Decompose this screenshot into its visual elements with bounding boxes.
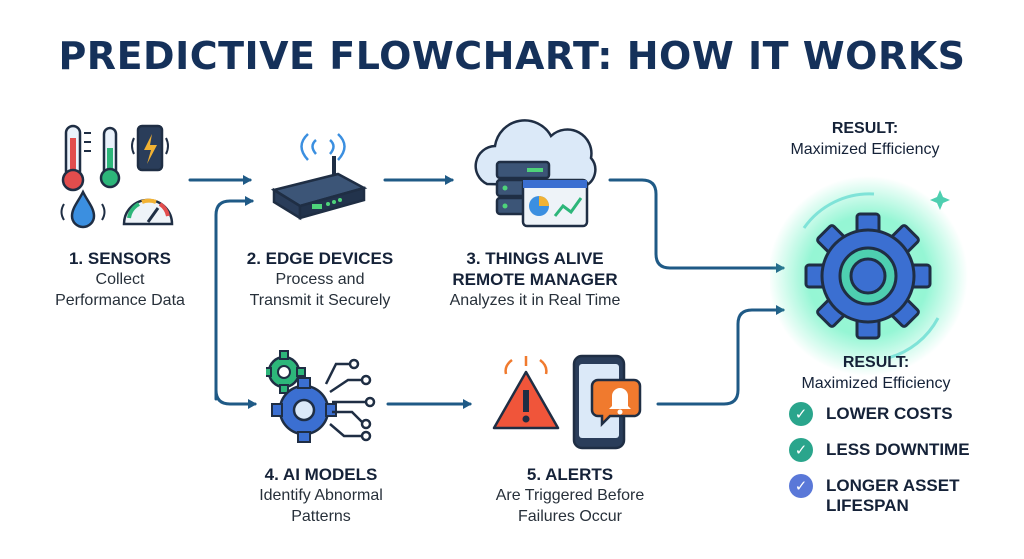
step-ai-line2: Patterns	[291, 508, 351, 525]
step-manager-heading2: REMOTE MANAGER	[452, 270, 618, 289]
page-title: PREDICTIVE FLOWCHART: HOW IT WORKS	[58, 34, 966, 78]
benefit-lower-costs: ✓ LOWER COSTS	[789, 402, 986, 426]
step-manager-heading: 3. THINGS ALIVE	[466, 249, 604, 268]
arrow-branch-to-edge	[214, 196, 254, 401]
ai-gears-icon	[266, 350, 376, 443]
step-edge-line2: Transmit it Securely	[249, 292, 391, 309]
result-gear-icon	[770, 176, 968, 376]
step-edge-line1: Process and	[275, 271, 365, 288]
step-sensors-heading: 1. SENSORS	[68, 249, 172, 268]
cloud-server-icon	[474, 119, 597, 228]
step-ai-heading: 4. AI MODELS	[264, 465, 378, 484]
arrow-branch-to-ai	[214, 378, 257, 409]
benefit-longer-lifespan: ✓ LONGER ASSET LIFESPAN	[789, 474, 986, 516]
check-icon: ✓	[789, 474, 813, 498]
result-top-value: Maximized Efficiency	[790, 141, 940, 158]
step-edge-heading: 2. EDGE DEVICES	[246, 249, 394, 268]
step-manager-label: 3. THINGS ALIVE REMOTE MANAGER Analyzes …	[430, 248, 640, 311]
arrow-manager-to-result	[608, 178, 785, 273]
result-top: RESULT: Maximized Efficiency	[760, 118, 970, 160]
benefit-text: LONGER ASSET LIFESPAN	[826, 476, 960, 515]
benefits-list: ✓ LOWER COSTS ✓ LESS DOWNTIME ✓ LONGER A…	[789, 402, 986, 528]
step-manager-line1: Analyzes it in Real Time	[449, 292, 621, 309]
benefit-less-downtime: ✓ LESS DOWNTIME	[789, 438, 986, 462]
router-icon	[270, 133, 368, 221]
step-alerts-label: 5. ALERTS Are Triggered Before Failures …	[470, 464, 670, 527]
step-ai-label: 4. AI MODELS Identify Abnormal Patterns	[236, 464, 406, 527]
step-sensors-line1: Collect	[95, 271, 145, 288]
result-bottom-label: RESULT:	[842, 354, 910, 371]
step-ai-line1: Identify Abnormal	[259, 487, 383, 504]
result-bottom: RESULT: Maximized Efficiency	[766, 352, 986, 394]
benefit-text: LESS DOWNTIME	[826, 440, 970, 459]
benefit-text: LOWER COSTS	[826, 404, 953, 423]
step-edge-label: 2. EDGE DEVICES Process and Transmit it …	[230, 248, 410, 311]
result-bottom-value: Maximized Efficiency	[801, 375, 951, 392]
step-alerts-line1: Are Triggered Before	[495, 487, 645, 504]
check-icon: ✓	[789, 438, 813, 462]
check-icon: ✓	[789, 402, 813, 426]
result-top-label: RESULT:	[831, 120, 899, 137]
alert-phone-icon	[492, 354, 642, 450]
sensors-icon	[60, 124, 174, 229]
step-alerts-line2: Failures Occur	[517, 508, 623, 525]
step-alerts-heading: 5. ALERTS	[526, 465, 614, 484]
arrow-alerts-to-result	[656, 305, 785, 406]
step-sensors-line2: Performance Data	[55, 292, 185, 309]
step-sensors-label: 1. SENSORS Collect Performance Data	[40, 248, 200, 311]
